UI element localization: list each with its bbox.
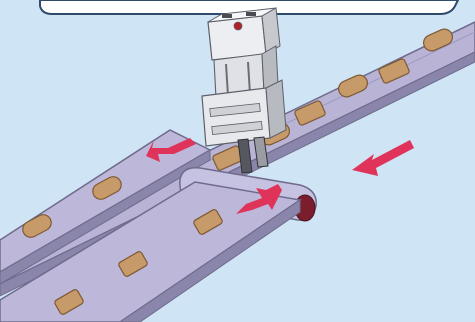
- lower-conveyor-belt: [0, 181, 302, 322]
- item: [118, 251, 148, 277]
- caption-fragment: [0, 299, 475, 322]
- item: [92, 176, 122, 200]
- lower-belt-items: [54, 209, 223, 315]
- arrow-down-left-icon: [352, 140, 414, 176]
- item: [294, 100, 326, 126]
- item: [338, 74, 368, 98]
- middle-belt-items: [22, 176, 122, 238]
- item: [22, 214, 52, 238]
- arrow-left-icon: [146, 138, 196, 162]
- arrow-right-down-icon: [236, 184, 282, 214]
- callout-box: [39, 0, 460, 15]
- gripper-device: [201, 7, 287, 174]
- item: [54, 289, 84, 315]
- middle-conveyor-belt: [0, 129, 212, 285]
- item: [423, 28, 453, 52]
- item: [378, 58, 410, 84]
- item: [193, 209, 223, 235]
